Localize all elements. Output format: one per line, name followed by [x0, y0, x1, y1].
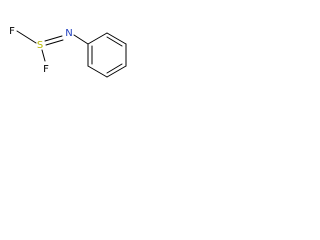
bond-n-c-ring	[73, 34, 89, 45]
atom-s: S	[37, 40, 43, 51]
ring-bond-2	[106, 32, 127, 45]
ring-bond-4	[106, 65, 127, 78]
atom-n: N	[65, 28, 72, 39]
chemical-structure-diagram: F S F N	[9, 26, 127, 78]
atom-f-bottom: F	[43, 64, 49, 75]
ring-double-inner-1	[106, 36, 123, 47]
bond-s-f-top	[16, 30, 37, 44]
atom-f-top: F	[9, 26, 15, 37]
benzene-ring	[87, 32, 127, 78]
ring-bond-1	[87, 32, 108, 45]
ring-double-inner-2	[106, 63, 123, 74]
ring-bond-5	[87, 65, 108, 78]
bond-s-f-bottom	[41, 49, 46, 62]
bond-s-n-double-a	[44, 35, 63, 42]
bond-s-n-double-b	[45, 39, 64, 46]
